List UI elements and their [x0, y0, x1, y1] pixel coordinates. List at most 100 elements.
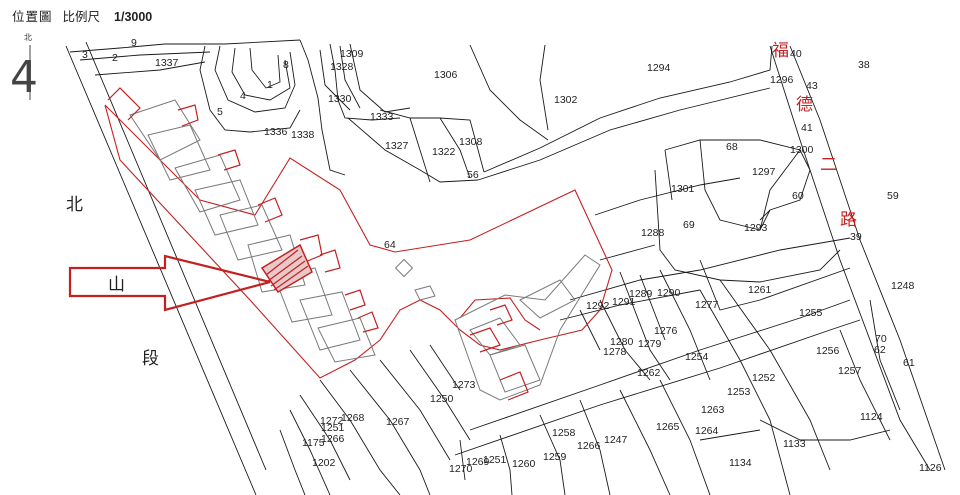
- lot-number: 1252: [752, 372, 776, 384]
- lot-number: 1336: [264, 126, 288, 138]
- north-label: 北: [24, 33, 32, 42]
- lot-number: 1261: [748, 284, 772, 296]
- lot-number: 1253: [727, 386, 751, 398]
- lot-number: 1297: [752, 166, 776, 178]
- lot-number: 1280: [610, 336, 634, 348]
- lot-number: 43: [806, 80, 818, 92]
- lot-number: 1254: [685, 351, 709, 363]
- lot-number: 1294: [647, 62, 671, 74]
- lot-number: 39: [850, 231, 862, 243]
- lot-number: 1293: [744, 222, 768, 234]
- lot-number: 64: [384, 239, 396, 251]
- lot-number: 1124: [860, 411, 883, 423]
- lot-number: 1277: [695, 299, 719, 311]
- north-numeral: 4: [10, 52, 38, 103]
- lot-number: 70: [875, 333, 887, 345]
- map-title: 位置圖: [12, 9, 53, 24]
- scale-value: 1/3000: [114, 10, 153, 24]
- parcel-lines: [65, 39, 946, 495]
- lot-number: 1263: [701, 404, 725, 416]
- map-header: 位置圖比例尺 1/3000: [12, 6, 153, 24]
- road-label-right-3: 二: [820, 155, 837, 175]
- road-label-right-1: 福: [772, 41, 789, 61]
- scale-label: 比例尺: [62, 9, 101, 24]
- lot-number: 1296: [770, 74, 794, 86]
- road-label-right-4: 路: [840, 210, 857, 230]
- lot-number: 1289: [629, 288, 653, 300]
- lot-number: 3: [82, 49, 88, 61]
- lot-number: 61: [903, 357, 915, 369]
- lot-number: 9: [131, 37, 137, 49]
- lot-number: 1327: [385, 140, 409, 152]
- north-arrow-icon: 北 4: [10, 33, 38, 103]
- lot-number: 1333: [370, 111, 394, 123]
- lot-number: 1251: [321, 422, 345, 434]
- lot-number: 38: [858, 59, 870, 71]
- lot-number: 1278: [603, 346, 627, 358]
- building-accents: [107, 87, 529, 401]
- pointer-arrow-icon: [68, 254, 271, 312]
- lot-number: 1337: [155, 57, 179, 69]
- target-unit-highlight: [260, 243, 313, 294]
- lot-number: 1133: [783, 438, 806, 450]
- lot-number: 59: [887, 190, 899, 202]
- site-boundary: [104, 104, 613, 379]
- lot-number: 1268: [341, 412, 365, 424]
- lot-number: 1308: [459, 136, 483, 148]
- lot-number: 1300: [790, 144, 814, 156]
- lot-number: 1257: [838, 365, 862, 377]
- lot-number: 1279: [638, 338, 662, 350]
- lot-number: 69: [683, 219, 695, 231]
- lot-number: 1175: [302, 437, 325, 449]
- lot-number: 1256: [816, 345, 840, 357]
- road-label-left-1: 北: [66, 195, 83, 215]
- building-footprints: [129, 99, 601, 401]
- lot-number: 1338: [291, 129, 315, 141]
- lot-number: 1258: [552, 427, 576, 439]
- lot-number: 1264: [695, 425, 719, 437]
- lot-number: 1259: [543, 451, 567, 463]
- lot-number: 60: [792, 190, 804, 202]
- lot-number: 1266: [321, 433, 345, 445]
- lot-number: 1134: [729, 457, 752, 469]
- lot-number: 1306: [434, 69, 458, 81]
- lot-numbers: 3 2 9 1337 1309 1328 8 4 1 5 1330 1306 1…: [82, 37, 942, 475]
- lot-number: 1309: [340, 48, 364, 60]
- lot-number: 1292: [586, 300, 610, 312]
- lot-number: 1301: [671, 183, 695, 195]
- road-label-left-3: 段: [142, 349, 159, 369]
- lot-number: 1255: [799, 307, 823, 319]
- lot-number: 1266: [577, 440, 601, 452]
- road-label-right-2: 德: [796, 95, 813, 115]
- lot-number: 1291: [612, 296, 636, 308]
- lot-number: 1270: [449, 463, 473, 475]
- lot-number: 5: [217, 106, 223, 118]
- lot-number: 1248: [891, 280, 915, 292]
- lot-number: 1126: [919, 462, 942, 474]
- lot-number: 1276: [654, 325, 678, 337]
- lot-number: 1202: [312, 457, 336, 469]
- lot-number: 1251: [483, 454, 507, 466]
- lot-number: 1288: [641, 227, 665, 239]
- lot-number: 1250: [430, 393, 454, 405]
- lot-number: 68: [726, 141, 738, 153]
- lot-number: 4: [240, 90, 246, 102]
- lot-number: 1260: [512, 458, 536, 470]
- lot-number: 1: [267, 79, 273, 91]
- lot-number: 1290: [657, 287, 681, 299]
- lot-number: 56: [467, 169, 479, 181]
- lot-number: 1330: [328, 93, 352, 105]
- lot-number: 1267: [386, 416, 410, 428]
- lot-number: 40: [790, 48, 802, 60]
- road-label-left-2: 山: [108, 275, 125, 295]
- lot-number: 62: [874, 344, 886, 356]
- lot-number: 1269: [466, 456, 490, 468]
- lot-number: 1247: [604, 434, 628, 446]
- lot-number: 1328: [330, 61, 354, 73]
- lot-number: 1272: [320, 415, 344, 427]
- lot-number: 8: [283, 59, 289, 71]
- lot-number: 1322: [432, 146, 456, 158]
- lot-number: 1273: [452, 379, 476, 391]
